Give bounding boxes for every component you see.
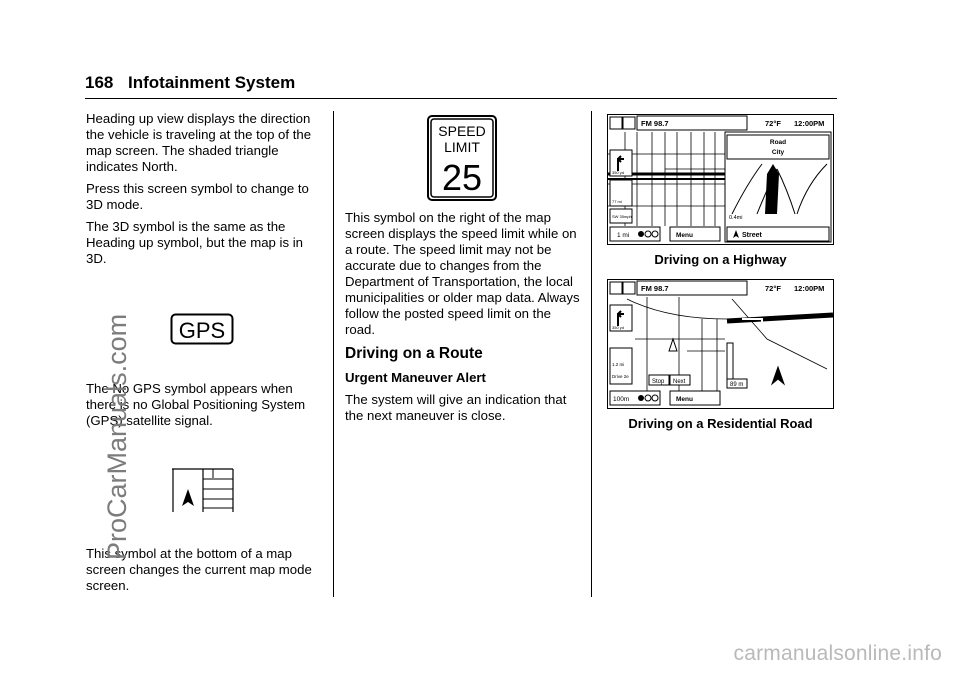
map-mode-icon <box>172 468 234 512</box>
screen1-street: Street <box>742 232 763 239</box>
subsection-heading: Urgent Maneuver Alert <box>345 370 486 385</box>
paragraph-speed-limit: This symbol on the right of the map scre… <box>345 210 580 337</box>
paragraph-3d-mode: Press this screen symbol to change to 3D… <box>86 181 309 212</box>
page-title: Infotainment System <box>128 73 296 92</box>
screen2-station: FM 98.7 <box>641 284 669 293</box>
gps-icon-text: GPS <box>179 318 225 343</box>
paragraph-map-mode: This symbol at the bottom of a map scree… <box>86 546 326 594</box>
svg-text:SW 35mph: SW 35mph <box>612 214 632 219</box>
svg-text:350 yd: 350 yd <box>612 170 624 175</box>
column-divider-1 <box>333 111 334 597</box>
left-column: Heading up view displays the direction t… <box>86 111 326 267</box>
page-number: 168 <box>85 73 114 92</box>
header-rule <box>85 98 837 99</box>
paragraph-map-mode-text: This symbol at the bottom of a map scree… <box>86 546 312 593</box>
side-watermark: ProCarManuals.com <box>102 313 132 560</box>
paragraph-no-gps: The No GPS symbol appears when there is … <box>86 381 326 429</box>
sign-limit-text: LIMIT <box>444 139 480 155</box>
middle-column: This symbol on the right of the map scre… <box>345 210 581 424</box>
screen1-road: Road <box>770 139 786 146</box>
column-divider-2 <box>591 111 592 597</box>
paragraph-3d-symbol: The 3D symbol is the same as the Heading… <box>86 219 303 266</box>
section-heading: Driving on a Route <box>345 345 483 362</box>
sign-value-text: 25 <box>442 157 482 198</box>
sign-speed-text: SPEED <box>438 123 485 139</box>
screen2-menu: Menu <box>676 396 693 403</box>
screen1-temp: 72°F <box>765 119 781 128</box>
screen2-scale: 100m <box>613 396 629 403</box>
screen2-stop: Stop <box>652 379 665 385</box>
screen2-dist1: 350 yd <box>612 325 624 330</box>
paragraph-heading-up: Heading up view displays the direction t… <box>86 111 312 174</box>
screen1-city: City <box>772 149 785 156</box>
paragraph-no-gps-text: The No GPS symbol appears when there is … <box>86 381 306 428</box>
speed-limit-sign-icon: SPEED LIMIT 25 <box>427 115 497 201</box>
highway-screen-figure: FM 98.7 72°F 12:00PM 350 yd 77 mi SW 35m… <box>607 114 834 245</box>
screen1-time: 12:00PM <box>794 119 824 128</box>
screen2-temp: 72°F <box>765 284 781 293</box>
screen2-dist2: 1.2 mi <box>612 362 624 367</box>
paragraph-maneuver-alert: The system will give an indication that … <box>345 392 567 423</box>
no-gps-icon: GPS <box>170 313 234 345</box>
svg-text:77 mi: 77 mi <box>612 199 622 204</box>
screen1-dist3: 0.4mi <box>729 215 742 221</box>
residential-screen-figure: FM 98.7 72°F 12:00PM 350 yd 1.2 mi Drive… <box>607 279 834 409</box>
screen2-time: 12:00PM <box>794 284 824 293</box>
screen1-station: FM 98.7 <box>641 119 669 128</box>
screen1-scale: 1 mi <box>617 232 629 239</box>
screen2-drive: Drive 2e <box>612 374 629 379</box>
screen2-dist3: 89 m <box>730 382 743 388</box>
residential-caption: Driving on a Residential Road <box>628 416 813 431</box>
screen2-next: Next <box>673 379 686 385</box>
screen1-menu: Menu <box>676 232 693 239</box>
highway-caption: Driving on a Highway <box>654 252 787 267</box>
footer-watermark: carmanualsonline.info <box>733 642 942 665</box>
